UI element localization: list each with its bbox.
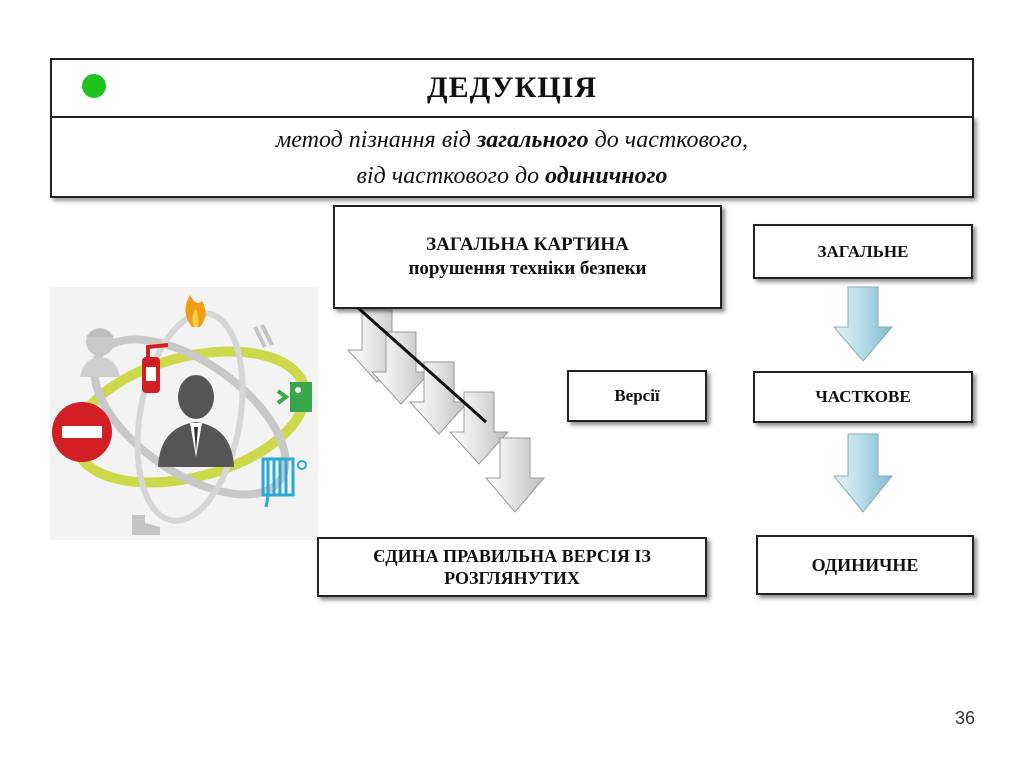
general-picture-box: ЗАГАЛЬНА КАРТИНА порушення техніки безпе… — [333, 205, 722, 309]
definition-part: від часткового до — [356, 163, 546, 189]
definition-part: метод пізнання від — [275, 127, 477, 153]
definition-line-2: від часткового до одиничного — [52, 158, 972, 194]
title-box: ДЕДУКЦІЯ — [50, 58, 974, 118]
exit-sign-icon — [276, 382, 312, 412]
person-icon — [158, 375, 234, 467]
general-picture-subtitle: порушення техніки безпеки — [408, 258, 647, 279]
boot-icon — [132, 515, 160, 535]
definition-part: до часткового, — [588, 127, 748, 153]
definition-line-1: метод пізнання від загального до частков… — [52, 122, 972, 158]
flame-icon — [185, 295, 206, 327]
down-arrow-icon — [484, 437, 546, 513]
definition-box: метод пізнання від загального до частков… — [50, 116, 974, 198]
no-entry-icon — [52, 402, 112, 462]
page-title: ДЕДУКЦІЯ — [426, 71, 598, 104]
partial-box: ЧАСТКОВЕ — [753, 371, 973, 423]
page-number: 36 — [954, 708, 975, 728]
worker-icon — [80, 328, 120, 377]
single-correct-version-box: ЄДИНА ПРАВИЛЬНА ВЕРСІЯ ІЗ РОЗГЛЯНУТИХ — [317, 537, 707, 597]
definition-text: метод пізнання від загального до частков… — [52, 122, 972, 194]
definition-emphasis: загального — [476, 127, 589, 153]
down-arrow-icon — [370, 331, 432, 405]
down-arrow-icon — [448, 391, 510, 465]
bullet-dot-icon — [82, 74, 106, 98]
fire-extinguisher-icon — [142, 343, 169, 393]
safety-illustration — [50, 287, 318, 540]
down-arrow-icon — [832, 433, 894, 513]
definition-emphasis: одиничного — [545, 163, 668, 189]
tools-icon — [253, 324, 274, 348]
orbit-ring-icon — [134, 310, 246, 524]
partial-to-single-arrow — [832, 433, 894, 513]
down-arrow-icon — [408, 361, 470, 435]
general-box: ЗАГАЛЬНЕ — [753, 224, 973, 279]
versions-box: Версії — [567, 370, 707, 422]
diagonal-line — [355, 304, 487, 424]
fire-hose-icon — [261, 457, 307, 508]
general-to-partial-arrow — [832, 286, 894, 362]
general-picture-title: ЗАГАЛЬНА КАРТИНА — [426, 234, 629, 255]
single-box: ОДИНИЧНЕ — [756, 535, 974, 595]
versions-arrows — [346, 304, 546, 513]
down-arrow-icon — [832, 286, 894, 362]
